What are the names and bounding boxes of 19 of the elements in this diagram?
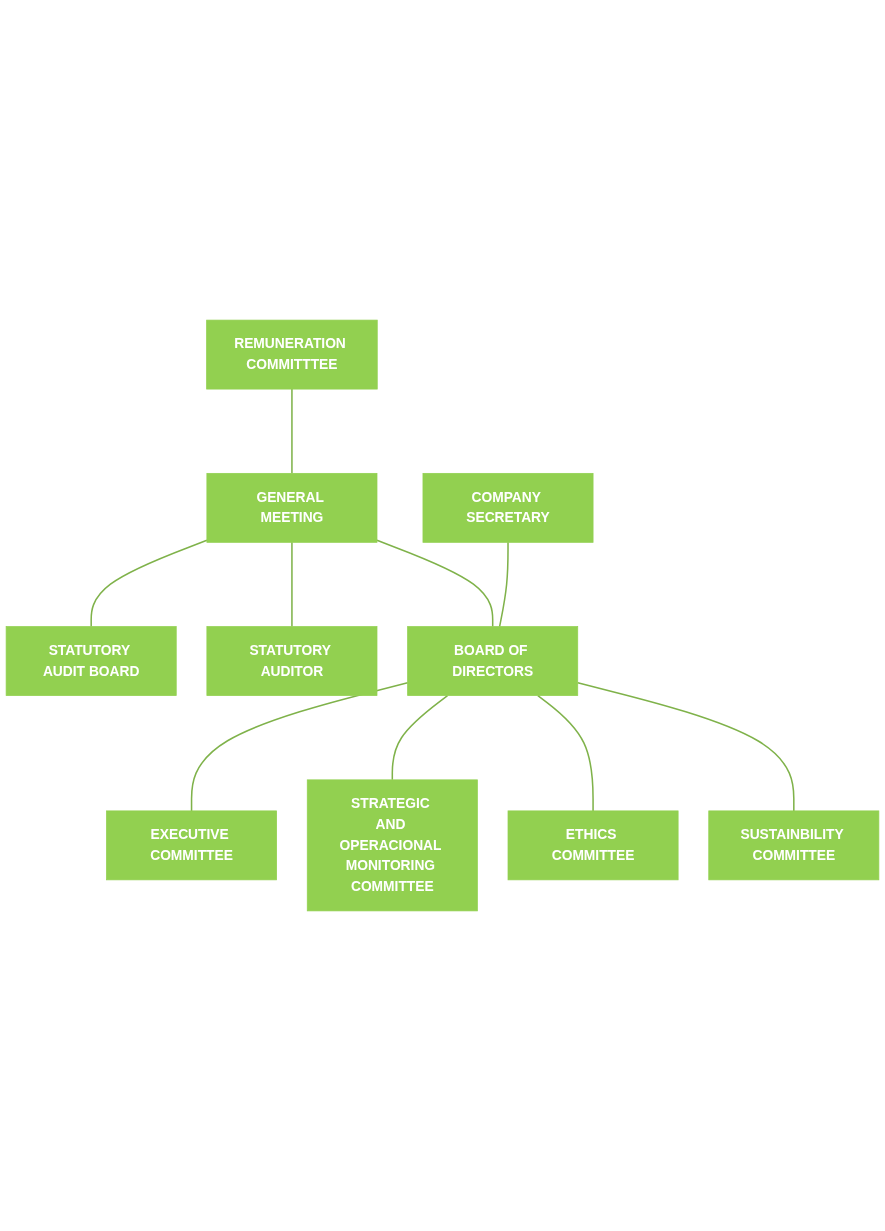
node-box: BOARD OF DIRECTORS	[407, 626, 579, 696]
node-box: STATUTORY AUDITOR	[206, 626, 378, 696]
node-box: EXECUTIVE COMMITTEE	[106, 810, 277, 881]
connector	[376, 539, 494, 628]
node-box: ETHICS COMMITTEE	[507, 810, 679, 881]
node-box: GENERAL MEETING	[206, 472, 378, 543]
connector	[291, 388, 293, 475]
node-box: COMPANY SECRETARY	[422, 472, 594, 543]
connector	[291, 541, 293, 628]
connector	[576, 681, 795, 812]
connector	[90, 539, 208, 628]
connector	[498, 541, 509, 628]
node-box: STATUTORY AUDIT BOARD	[5, 626, 177, 696]
node-box: REMUNERATION COMMITTTEE	[206, 319, 378, 390]
connector	[391, 694, 449, 781]
node-box: SUSTAINBILITY COMMITTEE	[708, 810, 880, 881]
connector	[190, 681, 409, 812]
connector	[537, 694, 594, 812]
node-box: STRATEGIC AND OPERACIONAL MONITORING COMMITTEE	[306, 779, 478, 912]
